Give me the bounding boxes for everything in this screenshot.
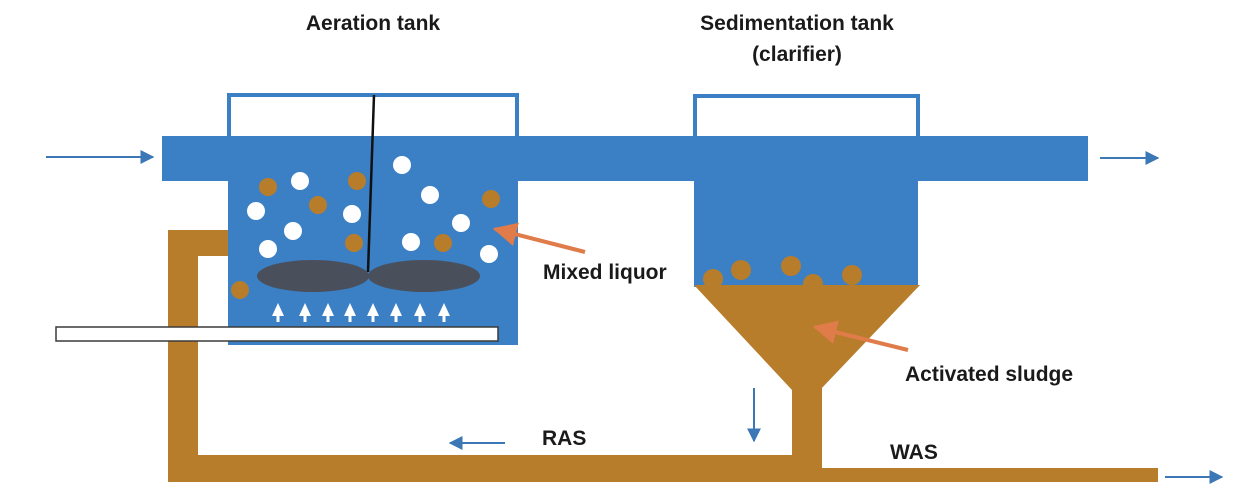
- activated-sludge-pointer-icon: [812, 320, 909, 352]
- ras-label: RAS: [542, 427, 586, 450]
- air-bubble: [259, 240, 277, 258]
- air-bubble: [452, 214, 470, 232]
- air-bubble: [291, 172, 309, 190]
- settled-sludge-balls: [703, 256, 862, 294]
- sedimentation-tank-cover: [693, 94, 920, 140]
- air-diffuser-arrow-icon: [414, 303, 426, 322]
- sludge-floc: [259, 178, 277, 196]
- air-diffuser-arrow-icon: [438, 303, 450, 322]
- air-diffuser-group: [272, 303, 450, 322]
- air-bubble: [480, 245, 498, 263]
- ras-pipe: [168, 230, 1158, 482]
- aeration-particles: [231, 156, 500, 299]
- air-diffuser-arrow-icon: [299, 303, 311, 322]
- impeller-blade-right: [368, 260, 480, 292]
- air-diffuser-arrow-icon: [367, 303, 379, 322]
- sludge-floc: [345, 234, 363, 252]
- clarifier-label: (clarifier): [752, 43, 842, 66]
- sludge-floc: [434, 234, 452, 252]
- sedimentation-tank-body: [694, 175, 918, 287]
- sludge-floc: [348, 172, 366, 190]
- air-bubble: [402, 233, 420, 251]
- sludge-floc: [231, 281, 249, 299]
- impeller-blade-left: [257, 260, 369, 292]
- mixed-liquor-pointer-icon: [492, 222, 586, 254]
- air-supply-pipe: [55, 326, 499, 342]
- was-label: WAS: [890, 441, 938, 464]
- settled-sludge-ball: [842, 265, 862, 285]
- air-diffuser-arrow-icon: [322, 303, 334, 322]
- aeration-tank-label: Aeration tank: [306, 12, 441, 35]
- settled-sludge-ball: [781, 256, 801, 276]
- sludge-hopper: [694, 285, 920, 390]
- air-bubble: [393, 156, 411, 174]
- sludge-floc: [309, 196, 327, 214]
- settled-sludge-ball: [703, 269, 723, 289]
- settled-sludge-ball: [731, 260, 751, 280]
- air-diffuser-arrow-icon: [344, 303, 356, 322]
- air-bubble: [343, 205, 361, 223]
- air-bubble: [284, 222, 302, 240]
- air-bubble: [421, 186, 439, 204]
- mixed-liquor-label: Mixed liquor: [543, 261, 667, 284]
- main-flow-channel: [162, 136, 1088, 181]
- mixer-shaft: [366, 94, 376, 273]
- air-diffuser-arrow-icon: [272, 303, 284, 322]
- sludge-floc: [482, 190, 500, 208]
- air-diffuser-arrow-icon: [390, 303, 402, 322]
- settled-sludge-ball: [803, 274, 823, 294]
- sedimentation-tank-label: Sedimentation tank: [700, 12, 894, 35]
- air-bubble: [247, 202, 265, 220]
- activated-sludge-label: Activated sludge: [905, 363, 1073, 386]
